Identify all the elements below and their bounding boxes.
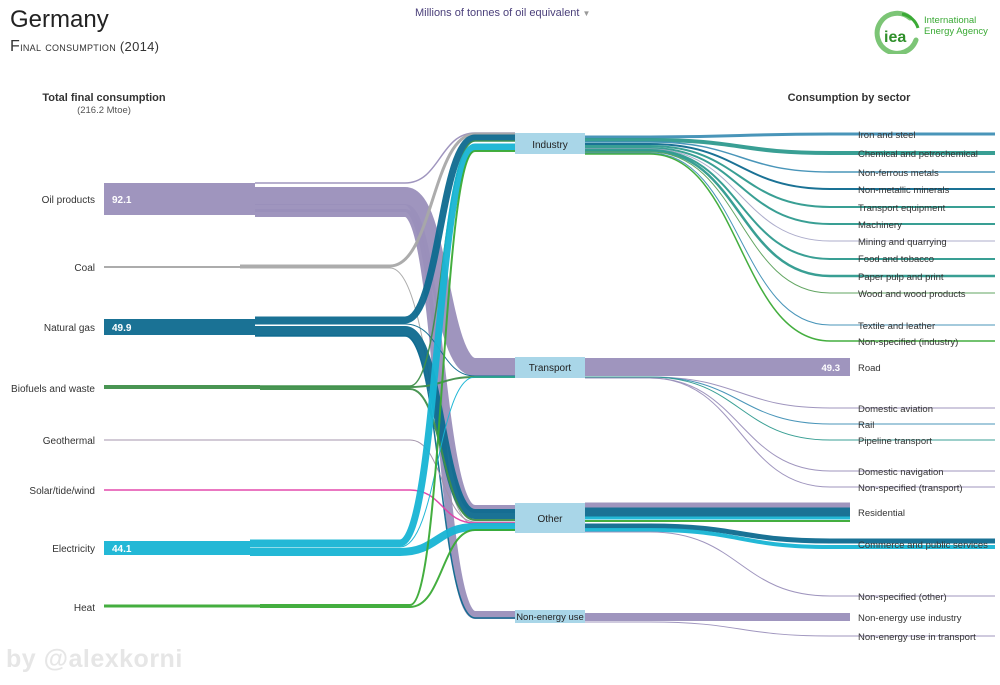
source-value-gas: 49.9: [112, 323, 132, 334]
source-label-heat: Heat: [74, 603, 95, 614]
flow-oil-transport: [255, 187, 515, 376]
subsector-label-wood: Wood and wood products: [858, 289, 966, 300]
right-column-title: Consumption by sector: [788, 92, 912, 104]
subsector-value-road: 49.3: [822, 363, 841, 374]
logo-line-2: Energy Agency: [924, 26, 988, 37]
flow-industry-non-metallic: [585, 143, 995, 190]
source-label-geothermal: Geothermal: [43, 436, 95, 447]
sector-box-industry[interactable]: [515, 133, 585, 154]
flow-other-commerce-elec: [585, 528, 995, 549]
flow-industry-nonspec-industry: [585, 153, 995, 342]
iea-logo: iea International Energy Agency: [866, 8, 991, 56]
sector-label-other: Other: [537, 514, 563, 525]
flow-industry-chemical: [585, 138, 995, 155]
flow-transport-aviation: [585, 376, 995, 409]
sector-label-industry: Industry: [532, 140, 568, 151]
sector-label-transport: Transport: [529, 363, 572, 374]
subsector-label-nonenergy-industry: Non-energy use industry: [858, 613, 962, 624]
left-column-subtitle: (216.2 Mtoe): [77, 105, 131, 116]
flow-elec-other: [250, 523, 515, 556]
flow-bio-other: [260, 388, 515, 521]
subsector-label-pipeline: Pipeline transport: [858, 436, 932, 447]
subsector-label-aviation: Domestic aviation: [858, 404, 933, 415]
flow-transport-nonspec: [585, 377, 995, 488]
sector-label-non-energy: Non-energy use: [516, 612, 584, 623]
subsector-label-non-ferrous: Non-ferrous metals: [858, 168, 939, 179]
flow-heat-other: [260, 529, 515, 608]
country-title: Germany: [10, 6, 109, 33]
subsector-label-mining: Mining and quarrying: [858, 237, 947, 248]
caret-down-icon: ▼: [582, 9, 591, 18]
source-label-gas: Natural gas: [44, 323, 95, 334]
source-value-oil: 92.1: [112, 195, 132, 206]
subsector-label-nonspec-other: Non-specified (other): [858, 592, 947, 603]
subsector-label-commerce: Commerce and public services: [858, 540, 988, 551]
page-subtitle: Final consumption (2014): [10, 38, 159, 56]
source-label-electricity: Electricity: [52, 544, 95, 555]
subsector-label-chemical: Chemical and petrochemical: [858, 149, 978, 160]
watermark: by @alexkorni: [6, 645, 183, 673]
flow-industry-textile: [585, 152, 995, 326]
flow-nonenergy-transport: [585, 621, 995, 637]
subtitle-initial: F: [10, 38, 21, 55]
subtitle-rest: inal consumption (2014): [20, 39, 160, 54]
subsector-label-paper: Paper pulp and print: [858, 272, 944, 283]
sector-box-transport[interactable]: [515, 357, 585, 378]
source-label-oil: Oil products: [42, 195, 95, 206]
unit-selector[interactable]: Millions of tonnes of oil equivalent▼: [415, 7, 590, 19]
subsector-label-machinery: Machinery: [858, 220, 902, 231]
flow-other-nonspec: [585, 531, 995, 597]
flow-industry-mining: [585, 148, 995, 242]
source-value-electricity: 44.1: [112, 544, 132, 555]
flow-elec-transport: [250, 376, 515, 548]
left-column-title: Total final consumption: [42, 92, 166, 104]
flow-solar-other: [260, 489, 515, 524]
flow-coal-industry: [240, 132, 515, 268]
subsector-label-residential: Residential: [858, 508, 905, 519]
subsector-label-nonspec-industry: Non-specified (industry): [858, 337, 958, 348]
unit-label: Millions of tonnes of oil equivalent: [415, 7, 580, 19]
flow-industry-iron-steel: [585, 132, 995, 139]
flow-geo-other: [260, 439, 515, 523]
subsector-label-navigation: Domestic navigation: [858, 467, 944, 478]
flow-gas-industry: [255, 134, 515, 324]
flow-elec-industry: [250, 143, 515, 547]
subsector-label-food: Food and tobacco: [858, 254, 934, 265]
subsector-label-textile: Textile and leather: [858, 321, 935, 332]
subsector-label-rail: Rail: [858, 420, 874, 431]
flow-other-commerce-gas: [585, 523, 995, 544]
flow-industry-non-ferrous: [585, 141, 995, 173]
source-label-solar: Solar/tide/wind: [29, 486, 95, 497]
subsector-label-road: Road: [858, 363, 881, 374]
flow-bio-industry: [260, 140, 515, 387]
source-label-biofuels: Biofuels and waste: [11, 384, 95, 395]
flow-transport-pipeline: [585, 376, 995, 441]
subsector-label-nonspec-transport: Non-specified (transport): [858, 483, 963, 494]
sector-box-other[interactable]: [515, 503, 585, 533]
subsector-label-nonenergy-transport: Non-energy use in transport: [858, 632, 976, 643]
flow-transport-rail: [585, 376, 995, 425]
subsector-label-non-metallic: Non-metallic minerals: [858, 185, 950, 196]
flow-industry-machinery: [585, 147, 995, 225]
source-label-coal: Coal: [74, 263, 95, 274]
iea-logo-mark: iea: [884, 29, 906, 46]
sector-box-non-energy[interactable]: [515, 610, 585, 623]
subsector-label-transport-equipment: Transport equipment: [858, 203, 946, 214]
flow-industry-wood: [585, 151, 995, 294]
logo-line-1: International: [924, 15, 977, 26]
flow-gas-non-energy: [255, 335, 515, 619]
iea-logo-icon: iea: [874, 10, 920, 56]
flow-layer: [104, 132, 995, 637]
subsector-label-iron-steel: Iron and steel: [858, 130, 916, 141]
flow-industry-transport-equipment: [585, 145, 995, 208]
flow-industry-paper: [585, 149, 995, 278]
flow-heat-industry: [260, 150, 515, 606]
flow-coal-other: [240, 267, 515, 526]
iea-logo-text: International Energy Agency: [924, 15, 988, 37]
